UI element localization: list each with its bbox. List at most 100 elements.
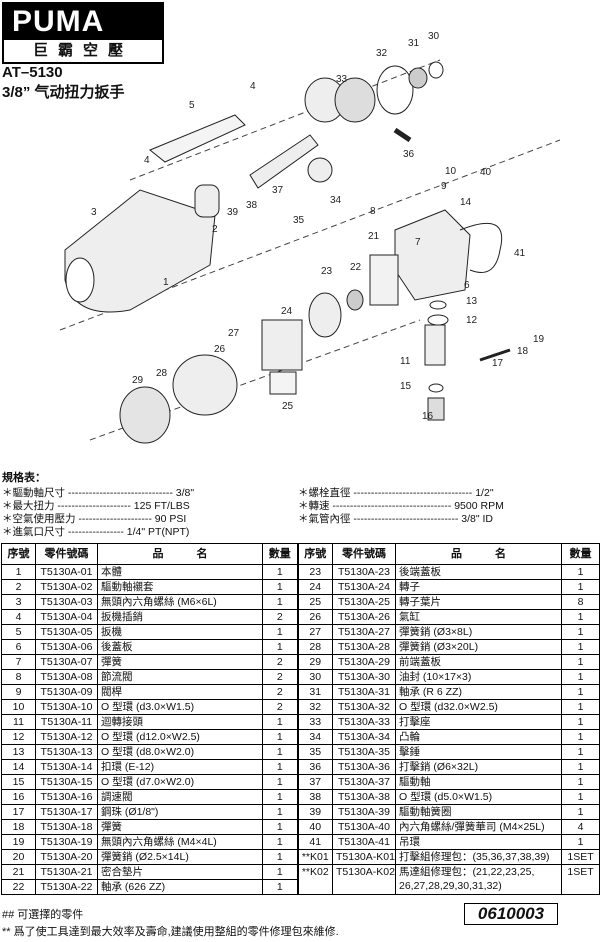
part-no: T5130A-06 bbox=[35, 639, 98, 655]
part-name: 本體 bbox=[97, 564, 263, 580]
qty: 1 bbox=[262, 834, 298, 850]
callout-label: 35 bbox=[293, 215, 305, 226]
part-name: 驅動軸 bbox=[395, 774, 562, 790]
qty: 2 bbox=[262, 654, 298, 670]
spec-max-torque: ＊最大扭力 --------------------- 125 FT/LBS bbox=[2, 500, 190, 512]
part-no: T5130A-17 bbox=[35, 804, 98, 820]
callout-label: 5 bbox=[189, 100, 195, 111]
callout-label: 9 bbox=[441, 181, 447, 192]
part-no: T5130A-20 bbox=[35, 849, 98, 865]
qty: 1 bbox=[561, 654, 600, 670]
part-no: T5130A-31 bbox=[332, 684, 396, 700]
item-no: 28 bbox=[296, 639, 333, 655]
part-name: 無頭內六角螺絲 (M6×6L) bbox=[97, 594, 263, 610]
part-name: 彈簧銷 (Ø2.5×14L) bbox=[97, 849, 263, 865]
col-header: 序號 bbox=[1, 543, 36, 565]
callout-label: 22 bbox=[350, 262, 362, 273]
part-name: 吊環 bbox=[395, 834, 562, 850]
part-no: T5130A-10 bbox=[35, 699, 98, 715]
table-header: 序號 零件號碼 品 名 數量 序號 零件號碼 品 名 數量 bbox=[1, 543, 600, 565]
qty: 1 bbox=[262, 819, 298, 835]
callout-label: 21 bbox=[368, 231, 380, 242]
part-no: T5130A-21 bbox=[35, 864, 98, 880]
spec-air-inlet: ＊進氣口尺寸 ---------------- 1/4" PT(NPT) bbox=[2, 526, 190, 538]
callout-label: 27 bbox=[228, 328, 240, 339]
item-no: 15 bbox=[1, 774, 36, 790]
part-name: O 型環 (d3.0×W1.5) bbox=[97, 699, 263, 715]
qty: 1 bbox=[561, 669, 600, 685]
brand-name: PUMA bbox=[4, 4, 162, 40]
callout-label: 41 bbox=[514, 248, 526, 259]
document-code: 0610003 bbox=[464, 903, 558, 925]
repair-kit-note: ** 爲了使工具達到最大效率及壽命,建議使用整組的零件修理包來維修. bbox=[2, 926, 339, 938]
col-header: 零件號碼 bbox=[332, 543, 396, 565]
item-no: 2 bbox=[1, 579, 36, 595]
callout-label: 32 bbox=[376, 48, 388, 59]
col-header: 數量 bbox=[561, 543, 600, 565]
col-header: 序號 bbox=[296, 543, 333, 565]
callout-label: 34 bbox=[330, 195, 342, 206]
item-no: 39 bbox=[296, 804, 333, 820]
spec-speed: ＊轉速 ---------------------------------- 9… bbox=[298, 500, 504, 512]
callout-label: 19 bbox=[533, 334, 545, 345]
part-no: T5130A-19 bbox=[35, 834, 98, 850]
callout-label: 7 bbox=[415, 237, 421, 248]
part-name: 後蓋板 bbox=[97, 639, 263, 655]
qty: 1 bbox=[561, 759, 600, 775]
qty: 1 bbox=[262, 714, 298, 730]
part-name: 扳機插銷 bbox=[97, 609, 263, 625]
callout-label: 37 bbox=[272, 185, 284, 196]
callout-label: 11 bbox=[400, 356, 411, 367]
qty: 4 bbox=[561, 819, 600, 835]
callout-label: 36 bbox=[403, 149, 415, 160]
part-name: 內六角螺絲/彈簧華司 (M4×25L) bbox=[395, 819, 562, 835]
qty: 1 bbox=[262, 579, 298, 595]
callout-label: 25 bbox=[282, 401, 294, 412]
part-name: 彈簧 bbox=[97, 654, 263, 670]
qty: 1 bbox=[561, 789, 600, 805]
item-no: 35 bbox=[296, 744, 333, 760]
part-no: T5130A-07 bbox=[35, 654, 98, 670]
part-name: 凸輪 bbox=[395, 729, 562, 745]
qty: 1 bbox=[561, 744, 600, 760]
item-no: 14 bbox=[1, 759, 36, 775]
callout-label: 16 bbox=[422, 411, 434, 422]
part-no: T5130A-08 bbox=[35, 669, 98, 685]
qty: 1 bbox=[262, 804, 298, 820]
item-no: 30 bbox=[296, 669, 333, 685]
part-name: 無頭內六角螺絲 (M4×4L) bbox=[97, 834, 263, 850]
part-no: T5130A-40 bbox=[332, 819, 396, 835]
qty: 1 bbox=[262, 744, 298, 760]
part-name: 打擊組修理包：(35,36,37,38,39) bbox=[395, 849, 562, 865]
qty: 1 bbox=[561, 684, 600, 700]
item-no: 32 bbox=[296, 699, 333, 715]
callout-label: 14 bbox=[460, 197, 472, 208]
spec-hose-id: ＊氣管內徑 ------------------------------ 3/8… bbox=[298, 513, 493, 525]
callout-label: 38 bbox=[246, 200, 258, 211]
part-no: T5130A-26 bbox=[332, 609, 396, 625]
part-name: 扳機 bbox=[97, 624, 263, 640]
callout-label: 28 bbox=[156, 368, 168, 379]
qty: 1SET bbox=[561, 864, 600, 895]
qty: 1 bbox=[561, 609, 600, 625]
qty: 2 bbox=[262, 669, 298, 685]
spec-air-pressure: ＊空氣使用壓力 --------------------- 90 PSI bbox=[2, 513, 187, 525]
part-no: T5130A-12 bbox=[35, 729, 98, 745]
part-name: 密合墊片 bbox=[97, 864, 263, 880]
qty: 1 bbox=[561, 834, 600, 850]
qty: 8 bbox=[561, 594, 600, 610]
callout-label: 12 bbox=[466, 315, 478, 326]
part-name: 擊錘 bbox=[395, 744, 562, 760]
item-no: 17 bbox=[1, 804, 36, 820]
item-no: 38 bbox=[296, 789, 333, 805]
item-no: 6 bbox=[1, 639, 36, 655]
qty: 1 bbox=[262, 624, 298, 640]
